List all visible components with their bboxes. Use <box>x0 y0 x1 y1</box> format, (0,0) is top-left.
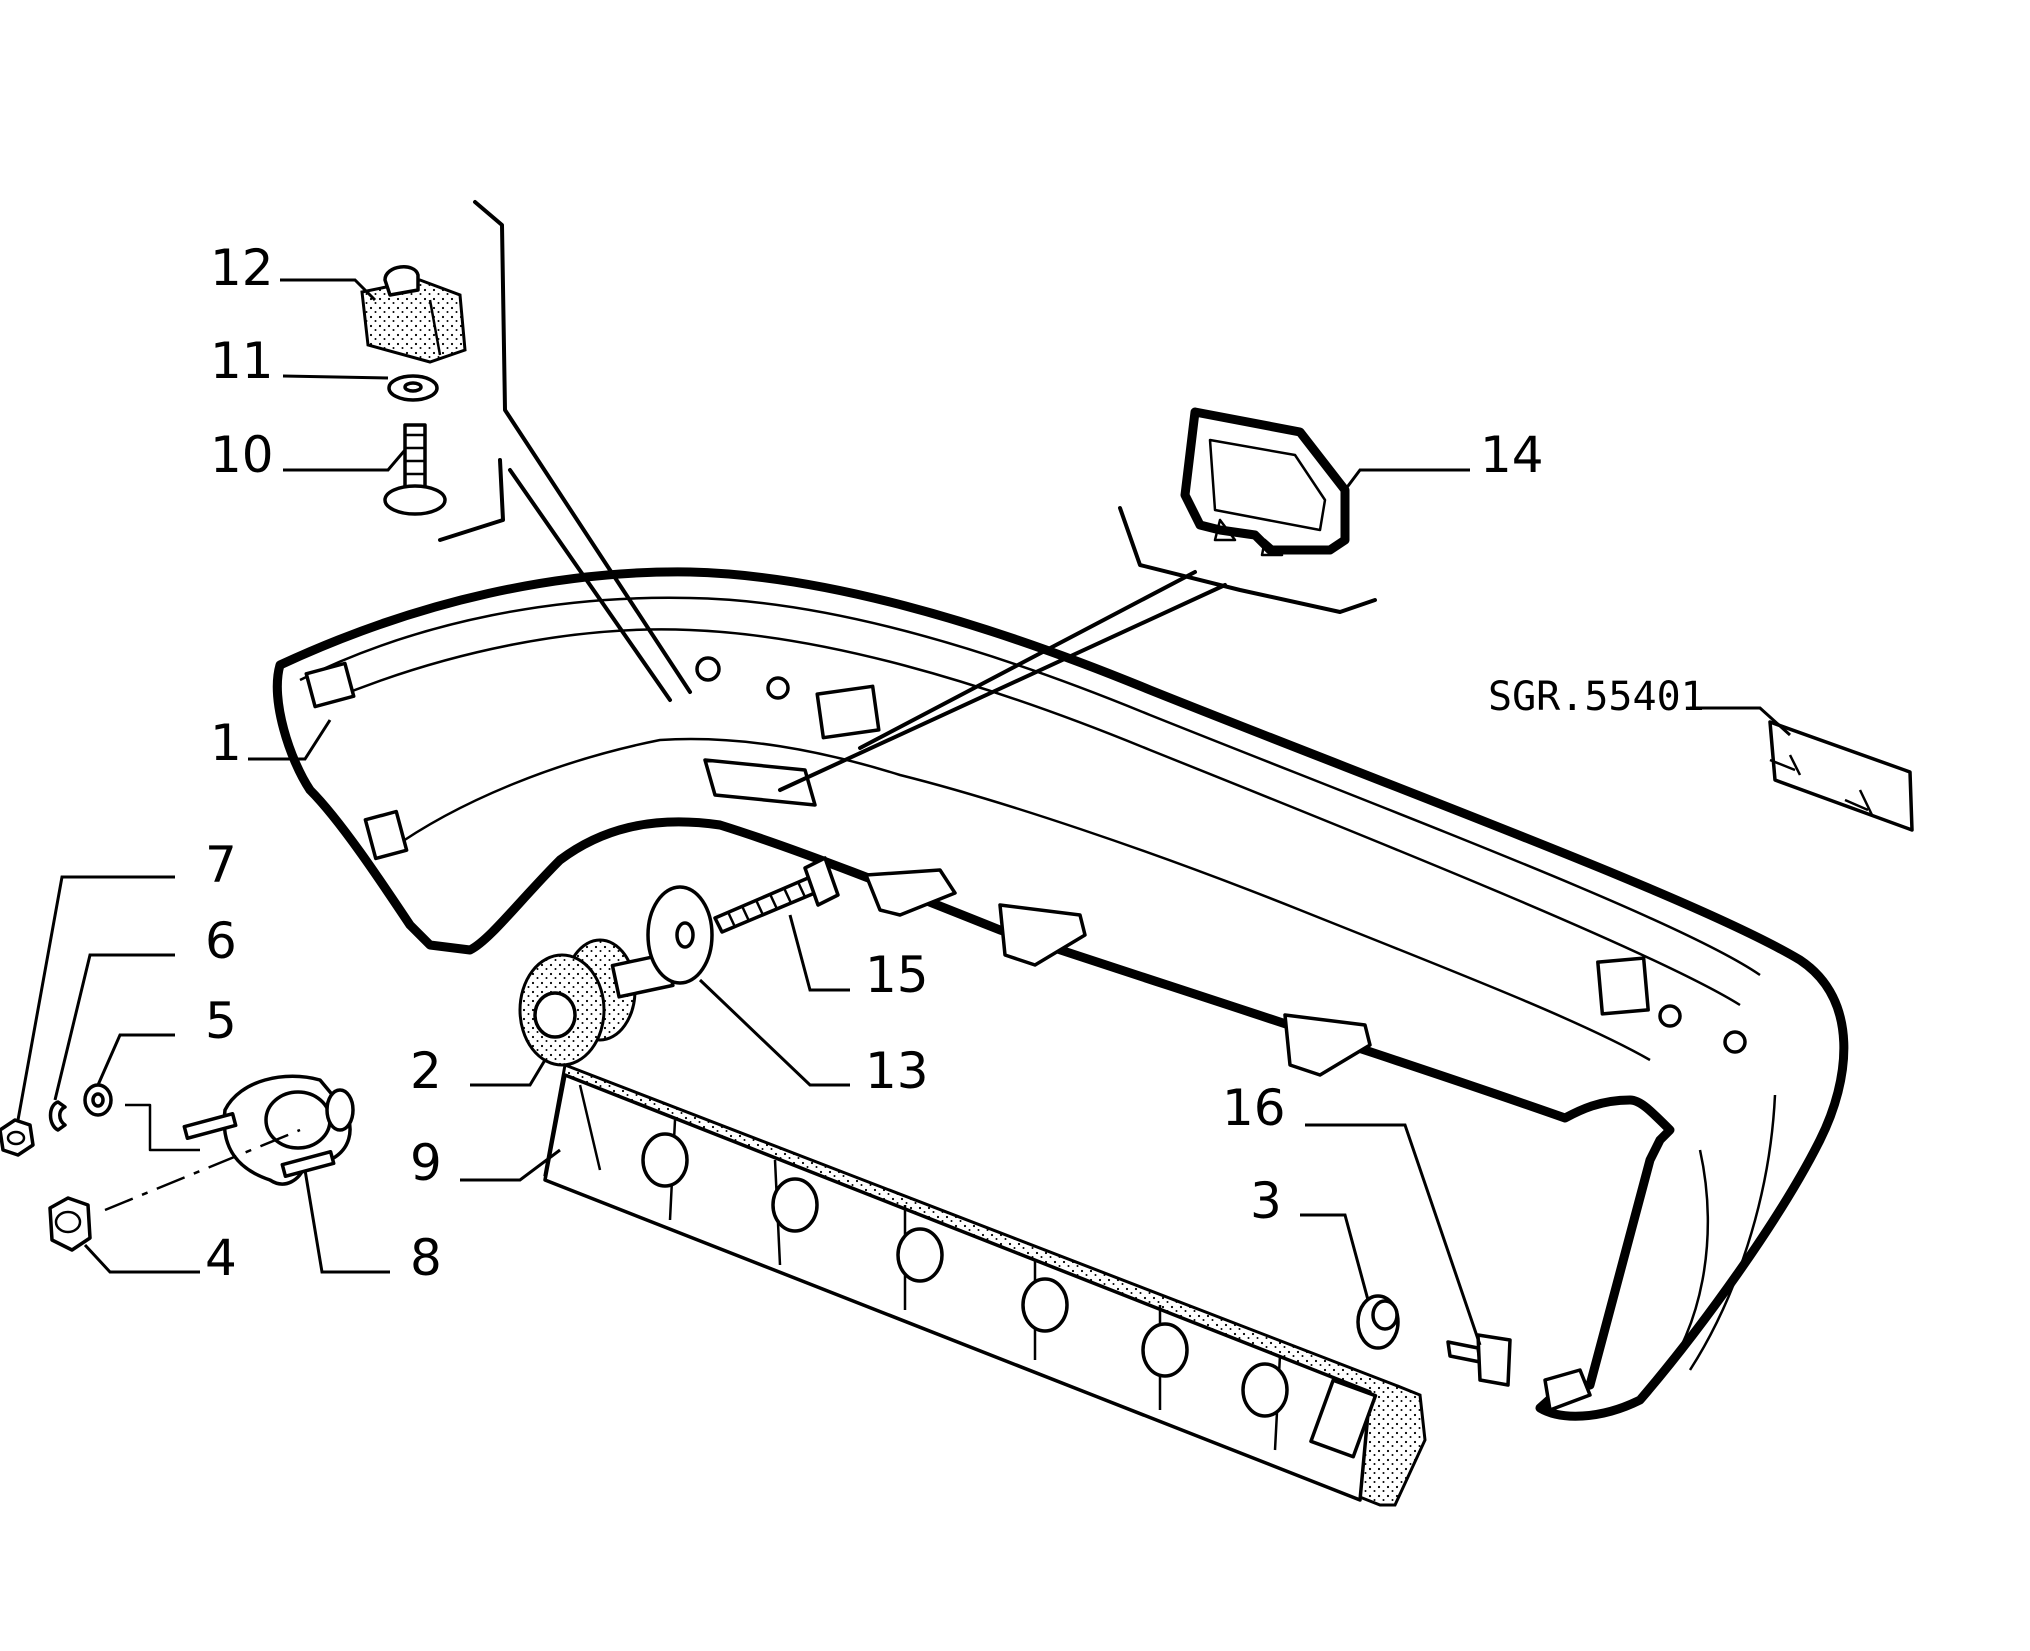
callout-4: 4 <box>205 1229 237 1287</box>
callout-13: 13 <box>865 1042 929 1100</box>
nut-4 <box>48 1196 92 1252</box>
callout-2: 2 <box>410 1042 442 1100</box>
bolt-15 <box>713 856 840 934</box>
callout-16: 16 <box>1222 1079 1286 1137</box>
drawing-code: SGR.55401 <box>1488 674 1705 720</box>
nut-7 <box>0 1118 35 1157</box>
center-line <box>104 1128 301 1212</box>
mount-plate-8 <box>182 1074 355 1186</box>
callout-6: 6 <box>205 912 237 970</box>
nut-3 <box>1356 1294 1400 1350</box>
callout-14: 14 <box>1480 426 1544 484</box>
washer-5 <box>83 1083 113 1117</box>
bolt-10 <box>383 423 447 516</box>
callout-3: 3 <box>1250 1172 1282 1230</box>
hardware-line <box>125 1103 200 1152</box>
callout-10: 10 <box>210 426 274 484</box>
callout-8: 8 <box>410 1229 442 1287</box>
callout-labels: 12 11 10 14 1 7 6 5 15 2 13 9 16 3 4 8 S… <box>205 239 1705 1287</box>
washer-13 <box>646 885 714 985</box>
callout-15: 15 <box>865 946 929 1004</box>
bracket-frame-lines <box>438 200 692 702</box>
callout-1: 1 <box>210 714 242 772</box>
sgr-part <box>1768 720 1914 832</box>
lock-washer-6 <box>48 1100 67 1132</box>
absorber-9 <box>543 1062 1427 1507</box>
reflector-14 <box>1118 407 1377 614</box>
callout-7: 7 <box>205 836 237 894</box>
buffer-2 <box>518 938 675 1067</box>
washer-11 <box>387 374 439 402</box>
screw-16 <box>1446 1333 1512 1387</box>
bumper-shell <box>272 567 1849 1421</box>
callout-11: 11 <box>210 332 274 390</box>
leader-lines <box>16 278 1792 1346</box>
reflector-assembly-lines <box>778 570 1227 792</box>
callout-5: 5 <box>205 992 237 1050</box>
callout-12: 12 <box>210 239 274 297</box>
callout-9: 9 <box>410 1134 442 1192</box>
clip-12 <box>360 265 467 364</box>
